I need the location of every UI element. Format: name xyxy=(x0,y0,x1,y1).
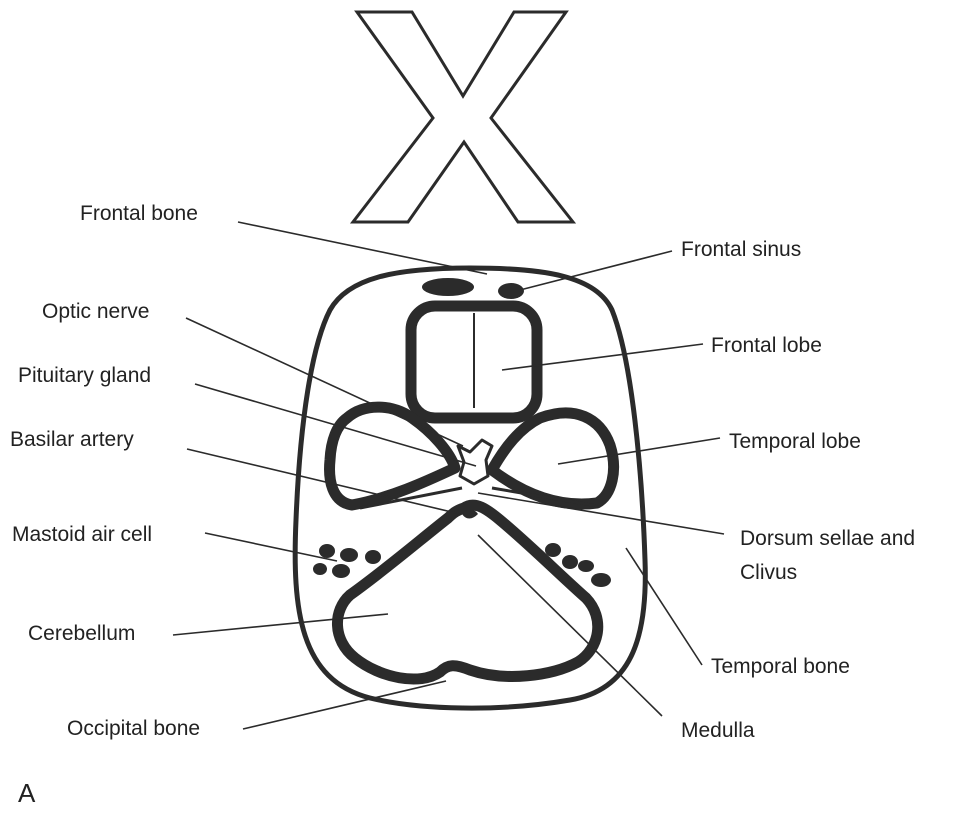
label-basilar-artery: Basilar artery xyxy=(10,428,134,452)
frontal-sinus-right xyxy=(498,283,524,299)
x-view-marker xyxy=(353,12,573,222)
leader-mastoid-air-cell xyxy=(205,533,337,561)
label-dorsum-sellae-line1: Dorsum sellae and xyxy=(740,527,915,551)
label-optic-nerve: Optic nerve xyxy=(42,300,149,324)
panel-label: A xyxy=(18,778,35,809)
label-temporal-bone: Temporal bone xyxy=(711,655,850,679)
label-mastoid-air-cell: Mastoid air cell xyxy=(12,523,152,547)
label-frontal-sinus: Frontal sinus xyxy=(681,238,801,262)
frontal-sinus-left xyxy=(422,278,474,296)
label-frontal-lobe: Frontal lobe xyxy=(711,334,822,358)
leader-frontal-bone xyxy=(238,222,487,274)
label-cerebellum: Cerebellum xyxy=(28,622,135,646)
label-frontal-bone: Frontal bone xyxy=(80,202,198,226)
label-pituitary-gland: Pituitary gland xyxy=(18,364,151,388)
label-medulla: Medulla xyxy=(681,719,755,743)
label-occipital-bone: Occipital bone xyxy=(67,717,200,741)
label-dorsum-sellae-line2: Clivus xyxy=(740,561,797,585)
cerebellum-shape xyxy=(337,505,597,679)
label-temporal-lobe: Temporal lobe xyxy=(729,430,861,454)
